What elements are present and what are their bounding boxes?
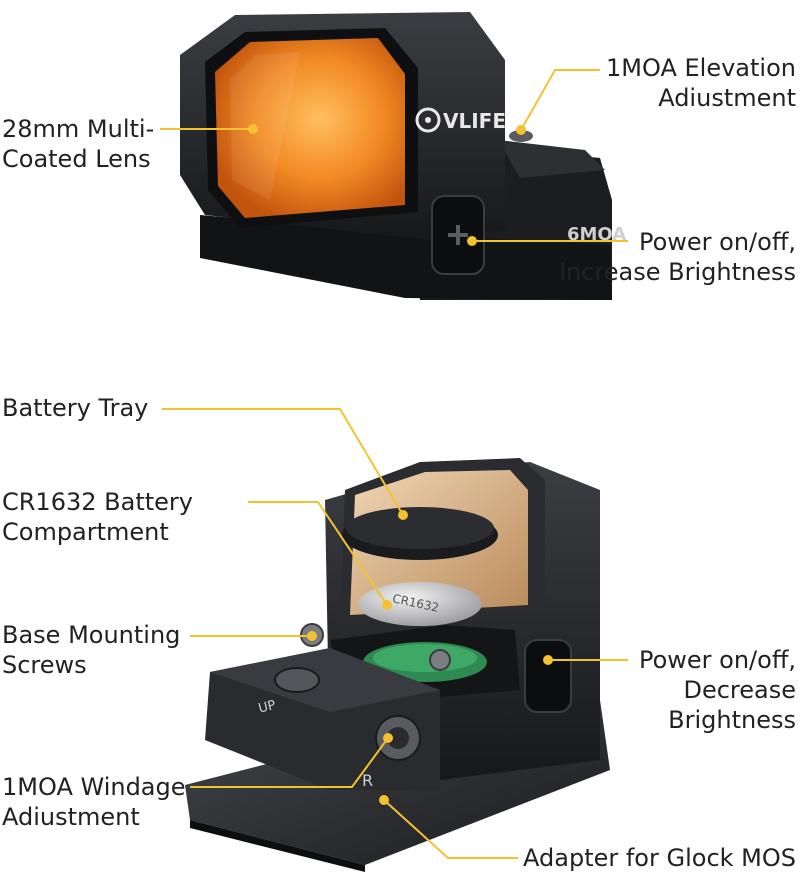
elevation-screw-icon: [509, 130, 533, 142]
leader-windage: [190, 737, 389, 788]
label-windage-adjustment: 1MOA Windage Adiustment: [2, 773, 186, 831]
brand-name: VLIFE: [443, 109, 506, 133]
power-decrease-button: [524, 639, 572, 713]
lens-28mm: [215, 38, 405, 218]
leader-adapter: [383, 799, 518, 859]
leader-battery-tray: [162, 408, 404, 516]
leader-battery-compartment: [248, 501, 388, 606]
label-elevation-adjustment: 1MOA Elevation Adiustment: [606, 54, 796, 112]
leader-lines: [160, 69, 628, 859]
sight-base: [200, 215, 612, 300]
label-adapter: Adapter for Glock MOS: [523, 844, 796, 872]
label-battery-tray: Battery Tray: [2, 394, 149, 422]
reticle-mark: 6MOA: [567, 224, 626, 245]
dial-up-text: UP: [257, 698, 278, 717]
top-sight: VLIFE 6MOA: [180, 12, 626, 300]
label-base-screws: Base Mounting Screws: [2, 621, 181, 679]
bottom-sight: CR1632 UP R: [185, 458, 610, 872]
base-screw-icon: [429, 649, 451, 671]
label-battery-compartment: CR1632 Battery Compartment: [2, 488, 193, 546]
dial-r-text: R: [362, 771, 373, 790]
label-power-increase: Power on/off, Increase Brightness: [558, 228, 796, 286]
leader-dots: [248, 124, 553, 805]
cr1632-battery: [358, 582, 482, 626]
leader-elevation: [520, 69, 600, 131]
brand-logo-icon: [415, 107, 441, 133]
elevation-dial-icon: [274, 667, 320, 693]
label-power-decrease: Power on/off, Decrease Brightness: [638, 646, 796, 734]
label-lens: 28mm Multi- Coated Lens: [2, 115, 155, 173]
